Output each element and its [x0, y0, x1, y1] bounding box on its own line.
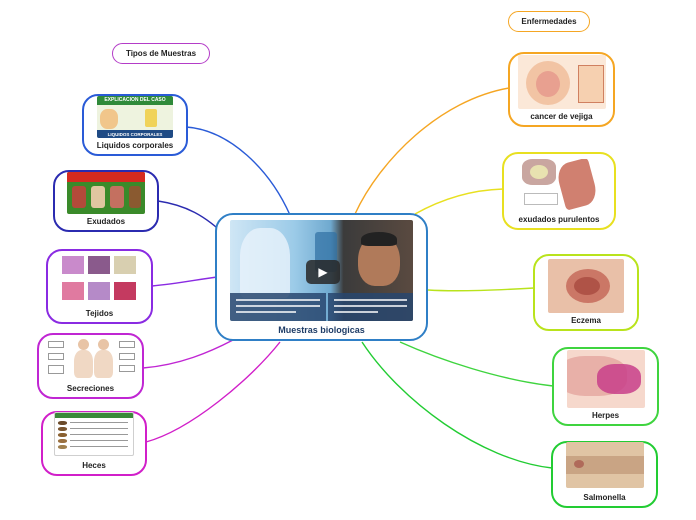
node-cancer-de-vejiga[interactable]: cancer de vejiga [508, 52, 615, 127]
exudados-image [67, 172, 145, 214]
link-heces [146, 342, 280, 442]
video-caption-left [230, 293, 326, 321]
link-secreciones [143, 340, 233, 368]
salmonella-image [566, 442, 644, 488]
right-section-title-text: Enfermedades [521, 17, 576, 26]
salmonella-label: Salmonella [583, 493, 625, 502]
link-tejidos [152, 277, 217, 286]
liquidos-corporales-image: EXPLICACION DEL CASO LIQUIDOS CORPORALES [97, 96, 173, 138]
node-secreciones[interactable]: Secreciones [37, 333, 144, 399]
cancer-de-vejiga-image [518, 55, 606, 109]
cancer-de-vejiga-label: cancer de vejiga [530, 112, 592, 121]
secreciones-label: Secreciones [67, 384, 114, 393]
heces-image [54, 412, 134, 456]
tejidos-image [60, 254, 140, 306]
node-salmonella[interactable]: Salmonella [551, 441, 658, 508]
central-node[interactable]: ▶ Muestras biologicas [215, 213, 428, 341]
link-herpes [400, 342, 553, 386]
node-tejidos[interactable]: Tejidos [46, 249, 153, 324]
left-section-title-text: Tipos de Muestras [126, 49, 196, 58]
exudados-label: Exudados [87, 217, 125, 226]
eczema-image [548, 259, 624, 313]
play-icon[interactable]: ▶ [306, 260, 340, 284]
exudados-purulentos-label: exudados purulentos [519, 215, 600, 224]
video-thumbnail[interactable]: ▶ [230, 220, 413, 321]
right-section-title[interactable]: Enfermedades [508, 11, 590, 32]
link-salmonella [362, 342, 552, 468]
video-caption-right [328, 293, 413, 321]
heces-label: Heces [82, 461, 106, 470]
link-cancer [355, 88, 509, 214]
node-exudados[interactable]: Exudados [53, 170, 159, 232]
secreciones-image [46, 337, 136, 382]
exudados-purulentos-image [522, 159, 596, 211]
tejidos-label: Tejidos [86, 309, 113, 318]
eczema-label: Eczema [571, 316, 601, 325]
node-liquidos-corporales[interactable]: EXPLICACION DEL CASO LIQUIDOS CORPORALES… [82, 94, 188, 156]
central-title: Muestras biologicas [278, 325, 365, 335]
link-eczema [428, 288, 534, 291]
node-exudados-purulentos[interactable]: exudados purulentos [502, 152, 616, 230]
link-liquidos [186, 127, 290, 215]
liquidos-corporales-label: Liquidos corporales [97, 141, 173, 150]
node-heces[interactable]: Heces [41, 411, 147, 476]
link-exudados-purulentos [415, 189, 503, 214]
herpes-image [567, 350, 645, 408]
left-section-title[interactable]: Tipos de Muestras [112, 43, 210, 64]
node-herpes[interactable]: Herpes [552, 347, 659, 426]
herpes-label: Herpes [592, 411, 619, 420]
node-eczema[interactable]: Eczema [533, 254, 639, 331]
